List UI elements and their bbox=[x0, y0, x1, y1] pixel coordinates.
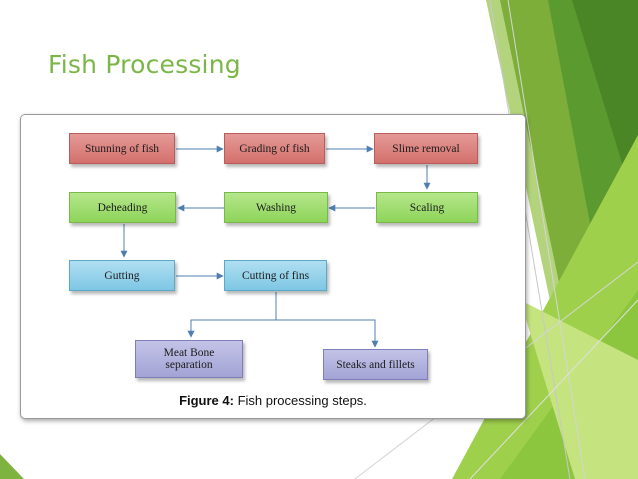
step-slime-removal: Slime removal bbox=[374, 133, 478, 164]
decor-panel bbox=[572, 0, 638, 215]
decor-line bbox=[507, 0, 586, 479]
caption-label: Figure 4: bbox=[179, 393, 234, 408]
step-meat-bone-separation: Meat Bone separation bbox=[135, 340, 243, 378]
figure-panel: Stunning of fish Grading of fish Slime r… bbox=[20, 114, 526, 419]
arrow-cutting-split bbox=[187, 292, 277, 338]
decor-panel bbox=[520, 300, 638, 479]
step-steaks-and-fillets: Steaks and fillets bbox=[323, 349, 428, 380]
slide-title: Fish Processing bbox=[48, 50, 241, 79]
step-deheading: Deheading bbox=[69, 192, 176, 223]
decor-line bbox=[469, 299, 638, 479]
flow-arrows bbox=[120, 145, 431, 348]
arrow-cutting-steaks bbox=[276, 319, 379, 348]
step-stunning-of-fish: Stunning of fish bbox=[69, 133, 175, 164]
step-washing: Washing bbox=[224, 192, 328, 223]
decor-panel bbox=[0, 454, 24, 479]
caption-text: Fish processing steps. bbox=[233, 393, 367, 408]
step-grading-of-fish: Grading of fish bbox=[224, 133, 325, 164]
step-scaling: Scaling bbox=[376, 192, 478, 223]
figure-caption: Figure 4: Fish processing steps. bbox=[21, 393, 525, 408]
decor-line bbox=[489, 0, 571, 479]
step-cutting-of-fins: Cutting of fins bbox=[224, 260, 327, 291]
step-gutting: Gutting bbox=[69, 260, 175, 291]
